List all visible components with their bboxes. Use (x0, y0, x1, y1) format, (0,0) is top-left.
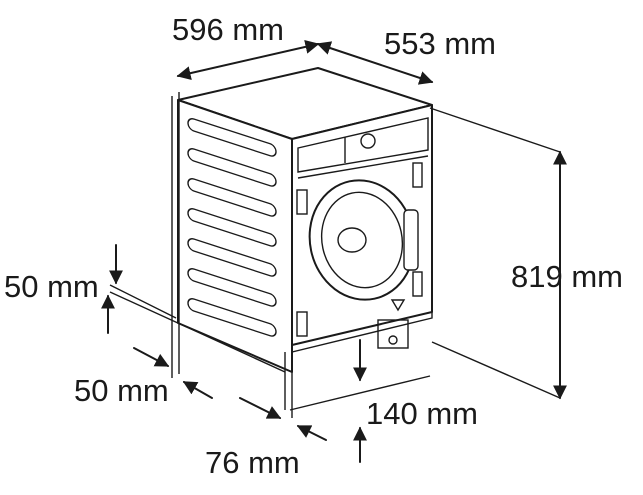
side-gap-label: 50 mm (74, 373, 169, 408)
plinth-height-label: 140 mm (366, 396, 478, 431)
top-gap-label: 50 mm (4, 269, 99, 304)
door (308, 179, 419, 301)
program-knob-icon (360, 133, 376, 149)
plinth (291, 312, 433, 353)
side-gap-arrow-left (133, 347, 170, 367)
side-gap-arrow-right (182, 381, 213, 399)
width-arrow (176, 39, 320, 81)
dimension-arrows (101, 39, 567, 463)
front-gap-arrow-right (296, 425, 327, 441)
warning-triangle-icon (390, 299, 406, 312)
depth-arrow (316, 41, 434, 85)
side-vent-slots (187, 117, 277, 337)
niche-outline (109, 92, 561, 418)
front-brackets (296, 162, 423, 337)
pump-cover (377, 319, 409, 349)
front-gap-arrow-left (239, 397, 282, 419)
front-gap-label: 76 mm (205, 445, 300, 480)
dimension-labels: 596 mm 553 mm 819 mm 50 mm 50 mm 140 mm … (4, 12, 623, 480)
control-panel (297, 117, 429, 179)
height-label: 819 mm (511, 259, 623, 294)
width-label: 596 mm (172, 12, 284, 47)
washing-machine (177, 67, 433, 373)
door-handle (403, 209, 419, 271)
depth-label: 553 mm (384, 26, 496, 61)
